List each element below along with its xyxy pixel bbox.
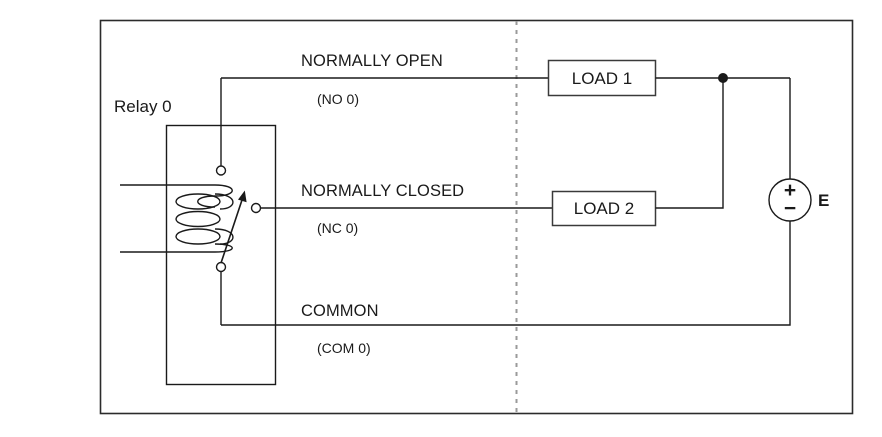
relay-coil	[175, 184, 234, 253]
common-return-wire	[221, 221, 791, 326]
diagram-border	[99, 19, 854, 415]
com-pivot-contact	[215, 261, 227, 273]
load-2-label: LOAD 2	[574, 199, 634, 218]
normally-open-sublabel: (NO 0)	[317, 91, 359, 107]
source-label: E	[818, 191, 829, 210]
coil-connector-1	[214, 193, 234, 210]
armature-blade	[220, 196, 244, 264]
coil-connector-2	[214, 228, 234, 245]
coil-loop-3	[175, 228, 221, 245]
coil-loop-1	[175, 193, 221, 210]
voltage-source-symbol	[768, 178, 812, 222]
load-1-label: LOAD 1	[572, 69, 632, 88]
source-minus-sign: −	[784, 197, 796, 220]
source-plus-sign: +	[784, 179, 796, 202]
load-2-output-wire	[655, 78, 724, 209]
normally-open-label: NORMALLY OPEN	[301, 52, 443, 70]
coil-loop-2	[175, 210, 221, 228]
coil-connector-3	[214, 243, 233, 253]
normally-closed-label: NORMALLY CLOSED	[301, 182, 464, 200]
common-label: COMMON	[301, 302, 379, 320]
nc-terminal-contact	[250, 202, 262, 214]
common-sublabel: (COM 0)	[317, 340, 371, 356]
no-terminal-contact	[215, 165, 227, 176]
switch-armature	[220, 190, 247, 264]
junction-dot	[718, 73, 728, 83]
relay-label: Relay 0	[114, 97, 172, 116]
armature-arrowhead	[238, 190, 247, 203]
load-1-box	[547, 59, 657, 97]
normally-closed-sublabel: (NC 0)	[317, 220, 358, 236]
